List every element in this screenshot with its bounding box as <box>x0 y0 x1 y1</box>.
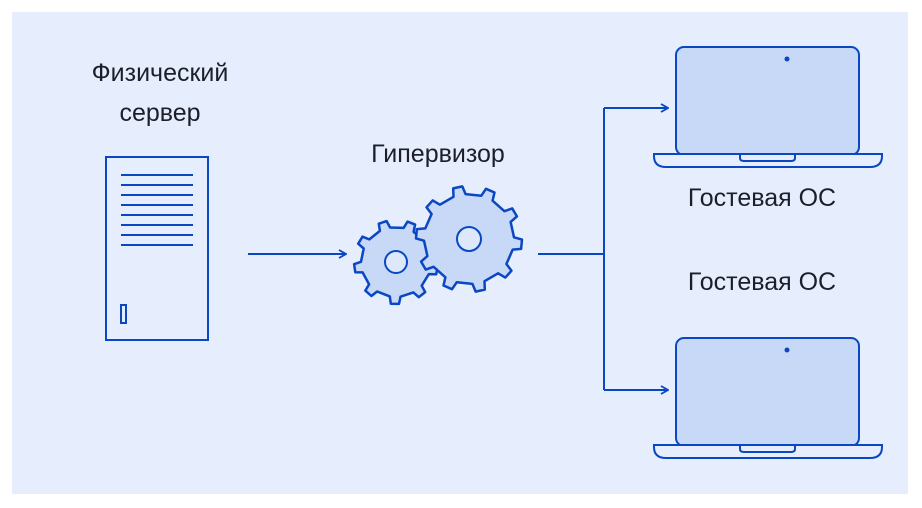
server-label-line2: сервер <box>119 99 201 127</box>
laptop-icon <box>653 46 883 168</box>
server-label-line1: Физический <box>91 59 229 87</box>
gears-icon <box>352 185 524 306</box>
server-icon <box>105 156 209 341</box>
guest-os-label-2: Гостевая ОС <box>687 268 837 296</box>
laptop-icon <box>653 337 883 459</box>
arrow-hypervisor-to-guests <box>538 108 668 390</box>
guest-os-label-1: Гостевая ОС <box>687 184 837 212</box>
hypervisor-label: Гипервизор <box>371 140 505 168</box>
